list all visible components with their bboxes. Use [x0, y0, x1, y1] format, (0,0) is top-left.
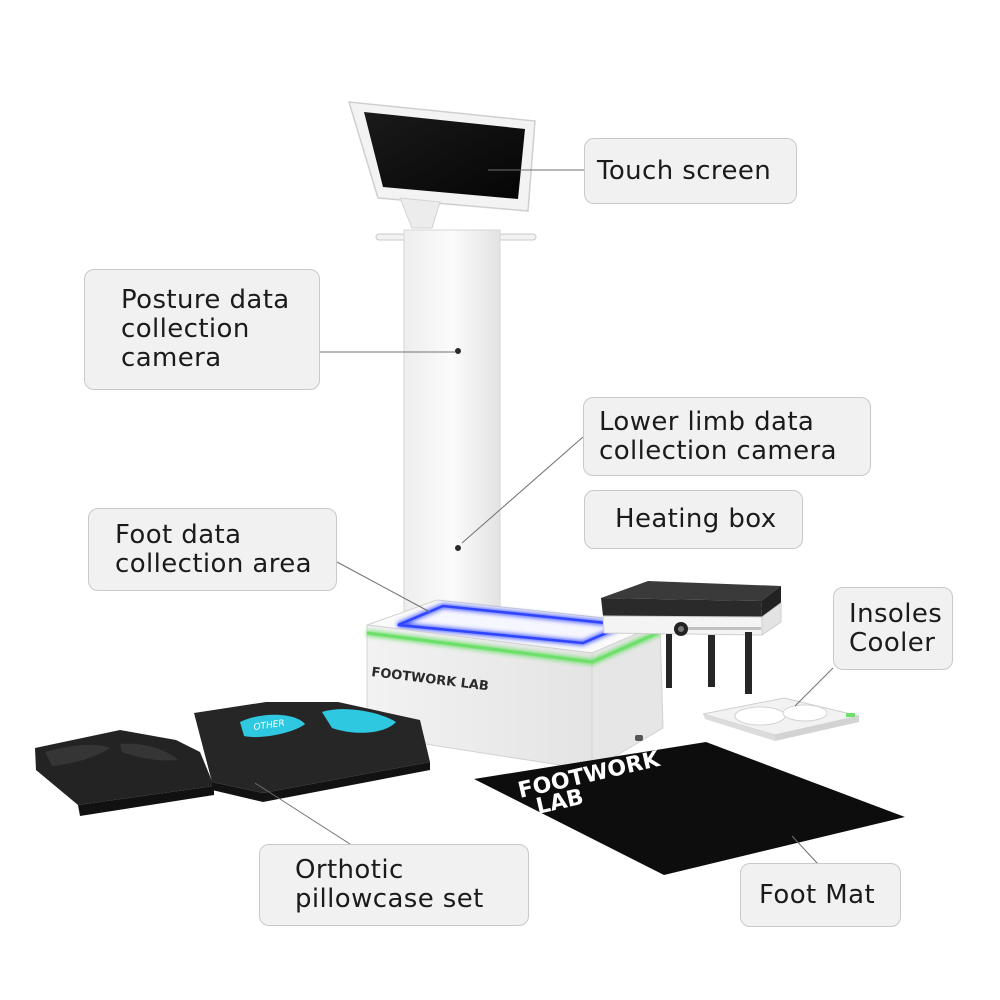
- lower-limb-camera-lens: [455, 545, 461, 551]
- foot-scanner-base: FOOTWORK LAB: [366, 599, 664, 771]
- callout-foot-data-area-line1: Foot data: [115, 519, 242, 550]
- callout-touch-screen-line1: Touch screen: [597, 155, 772, 186]
- callout-lower-limb-camera: Lower limb data collection camera: [583, 397, 871, 476]
- scanner-pole: [403, 229, 501, 623]
- callout-posture-camera: Posture data collection camera: [84, 269, 320, 390]
- callout-heating-box-line1: Heating box: [615, 504, 777, 534]
- callout-insoles-cooler-line2: Cooler: [849, 627, 936, 658]
- insoles-cooler: [702, 697, 860, 741]
- callout-foot-mat-line1: Foot Mat: [759, 879, 876, 910]
- callout-orthotic-pillowcase-set: Orthotic pillowcase set: [259, 844, 529, 926]
- callout-foot-data-area-line2: collection area: [115, 548, 312, 579]
- callout-posture-camera-line2: collection: [121, 314, 250, 344]
- callout-orthotic-line1: Orthotic: [295, 855, 404, 885]
- insole-print: OTHER: [253, 719, 285, 733]
- callout-posture-camera-line1: Posture data: [121, 285, 290, 315]
- posture-camera-lens: [455, 348, 461, 354]
- callout-orthotic-line2: pillowcase set: [295, 884, 484, 914]
- callout-foot-mat: Foot Mat: [740, 863, 901, 927]
- callout-heating-box: Heating box: [584, 490, 803, 549]
- orthotic-pillowcase-set: OTHER: [35, 702, 430, 816]
- callout-insoles-cooler-line1: Insoles: [849, 598, 943, 629]
- heating-box: [601, 581, 782, 694]
- callout-touch-screen: Touch screen: [584, 138, 797, 204]
- touch-screen: [347, 101, 536, 229]
- callout-insoles-cooler: Insoles Cooler: [833, 587, 953, 670]
- callout-posture-camera-line3: camera: [121, 343, 222, 373]
- callout-lower-limb-camera-line2: collection camera: [599, 435, 837, 466]
- callout-lower-limb-camera-line1: Lower limb data: [599, 406, 815, 437]
- leader-lines: [254, 169, 834, 865]
- callout-foot-data-area: Foot data collection area: [88, 508, 337, 591]
